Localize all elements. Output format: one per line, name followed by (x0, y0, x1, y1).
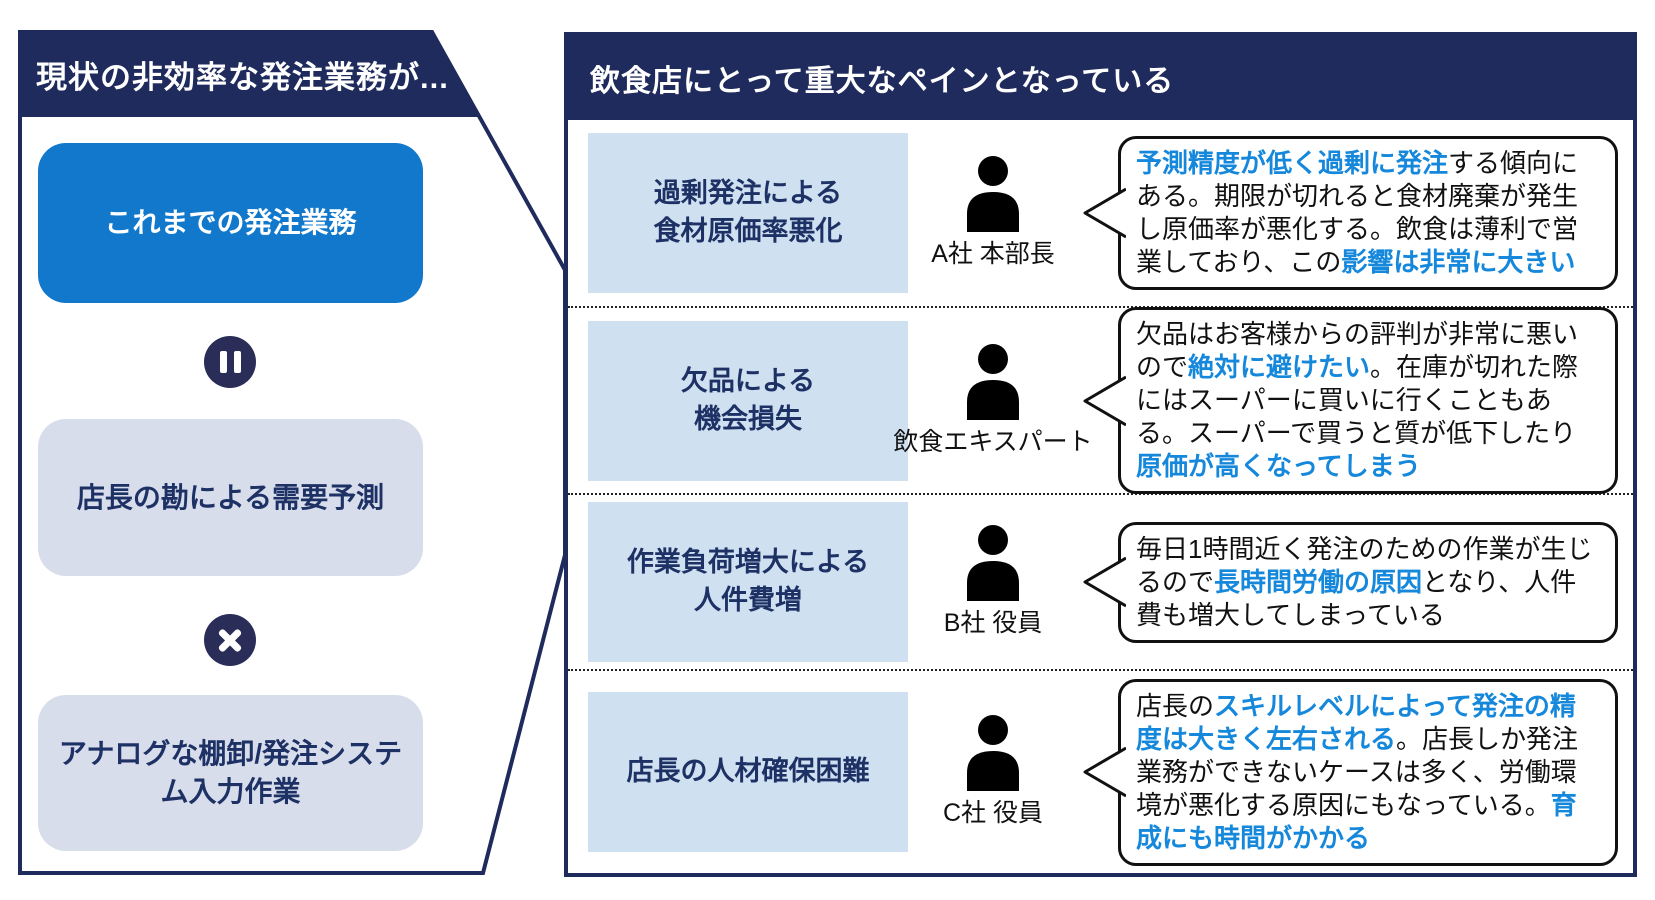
person-icon (967, 525, 1019, 601)
pain-rows: 過剰発注による 食材原価率悪化 A社 本部長 予測精度が低く過剰に発注する傾向に… (568, 120, 1633, 873)
quote-text: 毎日1時間近く発注のための作業が生じるので長時間労働の原因となり、人件費も増大し… (1136, 534, 1592, 630)
speaker: A社 本部長 (908, 156, 1078, 270)
quote-text: 予測精度が低く過剰に発注する傾向にある。期限が切れると食材廃棄が発生し原価率が悪… (1136, 148, 1578, 277)
pain-row: 店長の人材確保困難 C社 役員 店長のスキルレベルによって発注の精度は大きく左右… (568, 671, 1633, 873)
multiply-icon (204, 614, 256, 666)
speaker: B社 役員 (908, 525, 1078, 639)
quote-segment: となり、人件費も増大してしまっている (1136, 566, 1577, 630)
speech-tail-icon (1083, 187, 1126, 239)
quote-segment: 。店長しか発注業務ができないケースは多く、労働環境が悪化する原因にもなっている。 (1136, 723, 1579, 820)
person-icon (967, 715, 1019, 791)
quote-segment: 店長の (1136, 690, 1215, 721)
speaker-name: 飲食エキスパート (893, 427, 1093, 456)
quote-segment: 毎日1時間近く発注のための作業が生じるので (1136, 533, 1593, 597)
speech-bubble: 毎日1時間近く発注のための作業が生じるので長時間労働の原因となり、人件費も増大し… (1083, 521, 1618, 643)
pain-label: 欠品による 機会損失 (588, 320, 908, 481)
pause-icon (204, 336, 256, 388)
speech-bubble: 店長のスキルレベルによって発注の精度は大きく左右される。店長しか発注業務ができな… (1083, 678, 1618, 866)
quote-segment: 欠品はお客様からの評判が非常に悪いので (1136, 319, 1579, 382)
pain-row: 作業負荷増大による 人件費増 B社 役員 毎日1時間近く発注のための作業が生じる… (568, 495, 1633, 671)
quote-segment: する傾向にある。期限が切れると食材廃棄が発生し原価率が悪化する。飲食は薄利で営業… (1136, 148, 1579, 277)
pain-label: 作業負荷増大による 人件費増 (588, 502, 908, 662)
quote-highlight: 長時間労働の原因 (1214, 566, 1423, 597)
right-panel: 飲食店にとって重大なペインとなっている 過剰発注による 食材原価率悪化 A社 本… (564, 32, 1637, 877)
left-panel-title-band (20, 32, 480, 117)
speaker: 飲食エキスパート (893, 343, 1093, 458)
person-icon (967, 343, 1019, 420)
quote-text: 欠品はお客様からの評判が非常に悪いので絶対に避けたい。在庫が切れた際にはスーパー… (1136, 319, 1578, 481)
quote-highlight: スキルレベルによって発注の精度は大きく左右される (1136, 690, 1576, 754)
speaker-name: B社 役員 (943, 609, 1043, 637)
quote-highlight: 育成にも時間がかかる (1136, 789, 1577, 853)
pain-row: 欠品による 機会損失 飲食エキスパート 欠品はお客様からの評判が非常に悪いので絶… (568, 307, 1633, 495)
pain-row: 過剰発注による 食材原価率悪化 A社 本部長 予測精度が低く過剰に発注する傾向に… (568, 120, 1633, 308)
speech-tail-icon (1083, 556, 1126, 608)
pain-label: 過剰発注による 食材原価率悪化 (588, 133, 908, 293)
flow-box-current-ordering: これまでの発注業務 (38, 143, 423, 303)
quote-text: 店長のスキルレベルによって発注の精度は大きく左右される。店長しか発注業務ができな… (1136, 691, 1578, 853)
quote-highlight: 影響は非常に大きい (1341, 247, 1576, 277)
speech-tail-icon (1083, 375, 1126, 426)
flow-box-intuition-forecast: 店長の勘による需要予測 (38, 419, 423, 576)
speaker: C社 役員 (908, 715, 1078, 829)
pain-label: 店長の人材確保困難 (588, 692, 908, 852)
flow-box-analog-input: アナログな棚卸/発注システム入力作業 (38, 695, 423, 851)
speaker-name: C社 役員 (942, 799, 1043, 827)
right-panel-title: 飲食店にとって重大なペインとなっている (568, 36, 1633, 120)
speaker-name: A社 本部長 (931, 240, 1055, 268)
quote-highlight: 絶対に避けたい (1188, 352, 1371, 382)
speech-tail-icon (1083, 746, 1126, 798)
quote-highlight: 原価が高くなってしまう (1136, 451, 1421, 481)
left-panel-title: 現状の非効率な発注業務が... (36, 60, 449, 95)
person-icon (967, 156, 1019, 232)
speech-bubble: 予測精度が低く過剰に発注する傾向にある。期限が切れると食材廃棄が発生し原価率が悪… (1083, 136, 1618, 290)
quote-segment: 。在庫が切れた際にはスーパーに買いに行くこともある。スーパーで買うと質が低下した… (1136, 352, 1579, 448)
speech-bubble: 欠品はお客様からの評判が非常に悪いので絶対に避けたい。在庫が切れた際にはスーパー… (1083, 307, 1618, 494)
quote-highlight: 予測精度が低く過剰に発注 (1136, 148, 1449, 178)
